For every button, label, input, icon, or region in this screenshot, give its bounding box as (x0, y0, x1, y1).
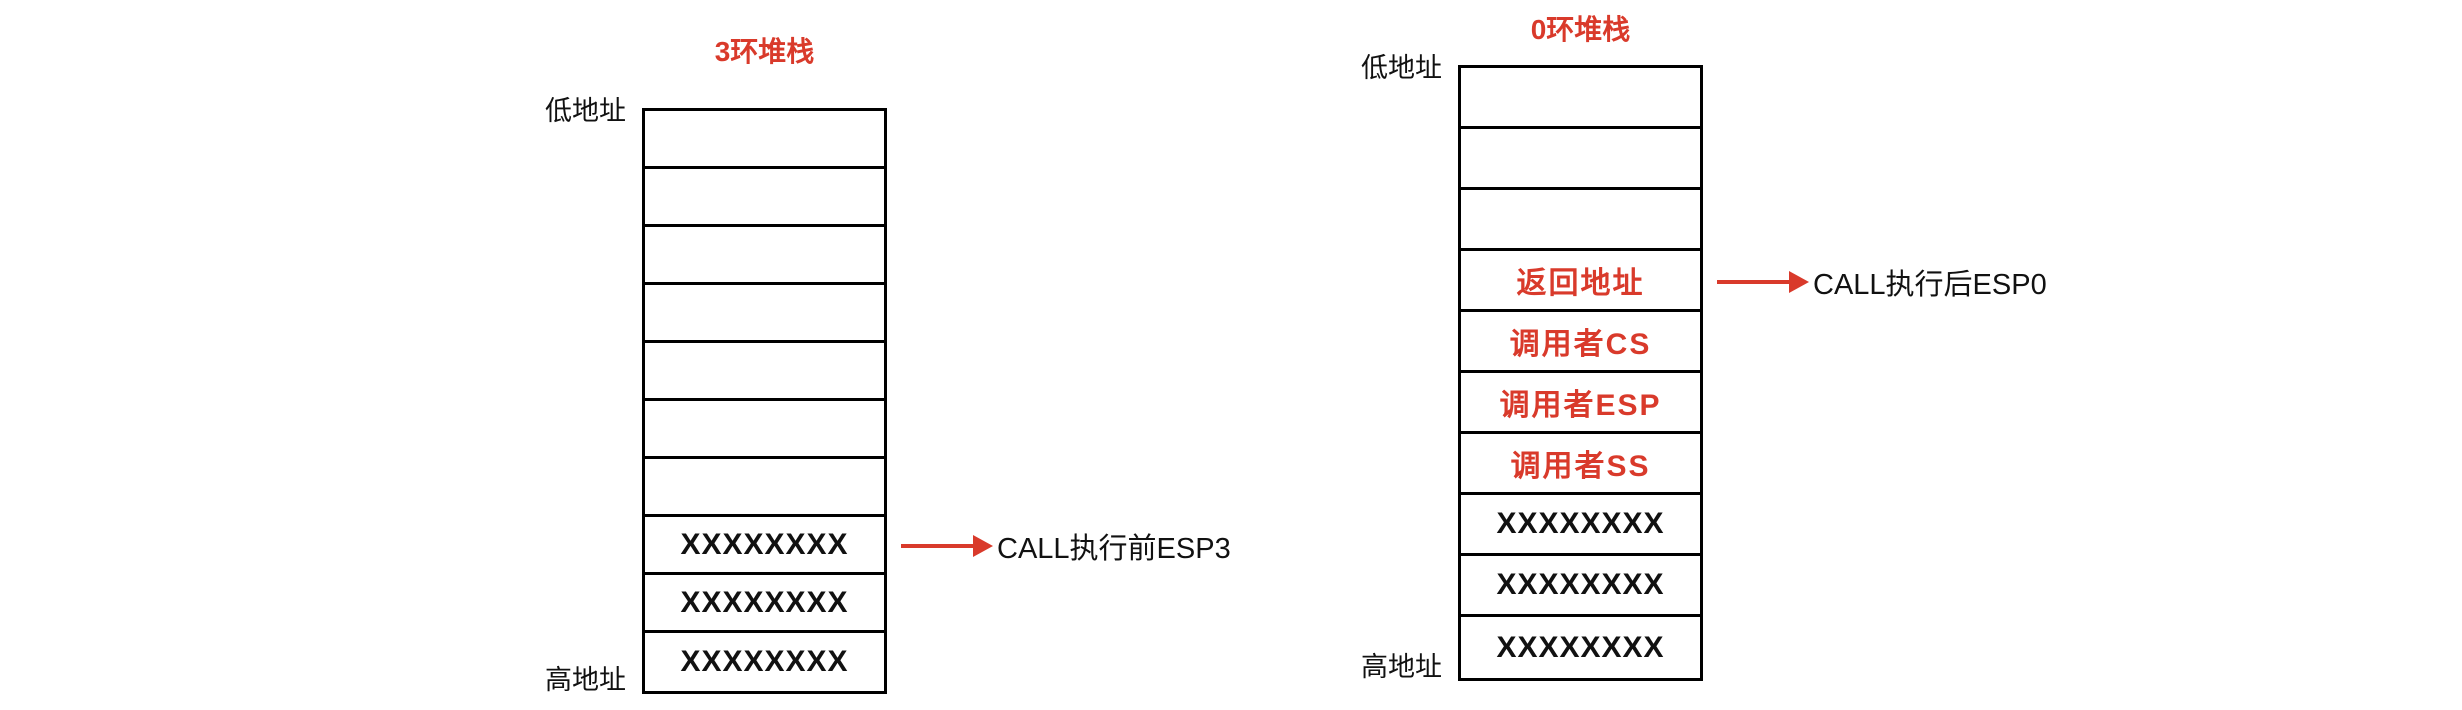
stack-row: XXXXXXXX (1461, 556, 1700, 617)
stack-row (645, 227, 884, 285)
stack-row: 调用者ESP (1461, 373, 1700, 434)
stack-cell-text: 调用者CS (1509, 328, 1652, 361)
stack-row (645, 401, 884, 459)
stack-row (645, 285, 884, 343)
arrow-right-icon (1789, 270, 1809, 293)
stack-cell-text: 调用者SS (1510, 450, 1651, 483)
esp0-pointer-label: CALL执行后ESP0 (1813, 268, 2047, 301)
esp3-pointer: CALL执行前ESP3 (901, 525, 1231, 567)
stack-cell-text: XXXXXXXX (680, 585, 849, 619)
stack-row (645, 111, 884, 169)
esp0-pointer: CALL执行后ESP0 (1717, 261, 2047, 303)
arrow-line (1717, 279, 1789, 284)
stack-cell-text: XXXXXXXX (680, 527, 849, 561)
high-address-label: 高地址 (1361, 652, 1442, 682)
stack-cell-text: XXXXXXXX (1496, 630, 1665, 664)
stack-row (645, 459, 884, 517)
stack-row (645, 169, 884, 227)
stack-row (645, 343, 884, 401)
high-address-label: 高地址 (545, 665, 626, 695)
stack-cell-text: XXXXXXXX (1496, 507, 1665, 540)
stack-row: XXXXXXXX (645, 575, 884, 633)
stack-row (1461, 190, 1700, 251)
arrow-line (901, 544, 973, 548)
stack-row (1461, 129, 1700, 190)
stack-cell-text: XXXXXXXX (1496, 568, 1665, 601)
stack-row: 调用者CS (1461, 312, 1700, 373)
stack-row: 调用者SS (1461, 434, 1700, 495)
stack-row: 返回地址 (1461, 251, 1700, 312)
stack-row: XXXXXXXX (645, 517, 884, 575)
stack-row: XXXXXXXX (1461, 495, 1700, 556)
stack-cell-text: 返回地址 (1516, 267, 1645, 300)
arrow-right-icon (973, 535, 993, 557)
ring0-stack-box: 返回地址调用者CS 调用者ESP 调用者SS XXXXXXXX XXXXXXXX XXXX… (1458, 65, 1703, 681)
ring3-stack-title: 3环堆栈 (714, 36, 815, 67)
low-address-label: 低地址 (1361, 53, 1442, 83)
esp3-pointer-label: CALL执行前ESP3 (997, 533, 1231, 565)
stack-cell-text: 调用者ESP (1499, 389, 1662, 422)
ring3-stack-box: XXXXXXXX XXXXXXXX XXXXXXXX (642, 108, 887, 694)
stack-row: XXXXXXXX (1461, 617, 1700, 678)
stack-cell-text: XXXXXXXX (680, 645, 849, 678)
stack-row (1461, 68, 1700, 129)
low-address-label: 低地址 (545, 96, 626, 126)
stack-row: XXXXXXXX (645, 633, 884, 691)
ring0-stack-title: 0环堆栈 (1530, 14, 1631, 45)
